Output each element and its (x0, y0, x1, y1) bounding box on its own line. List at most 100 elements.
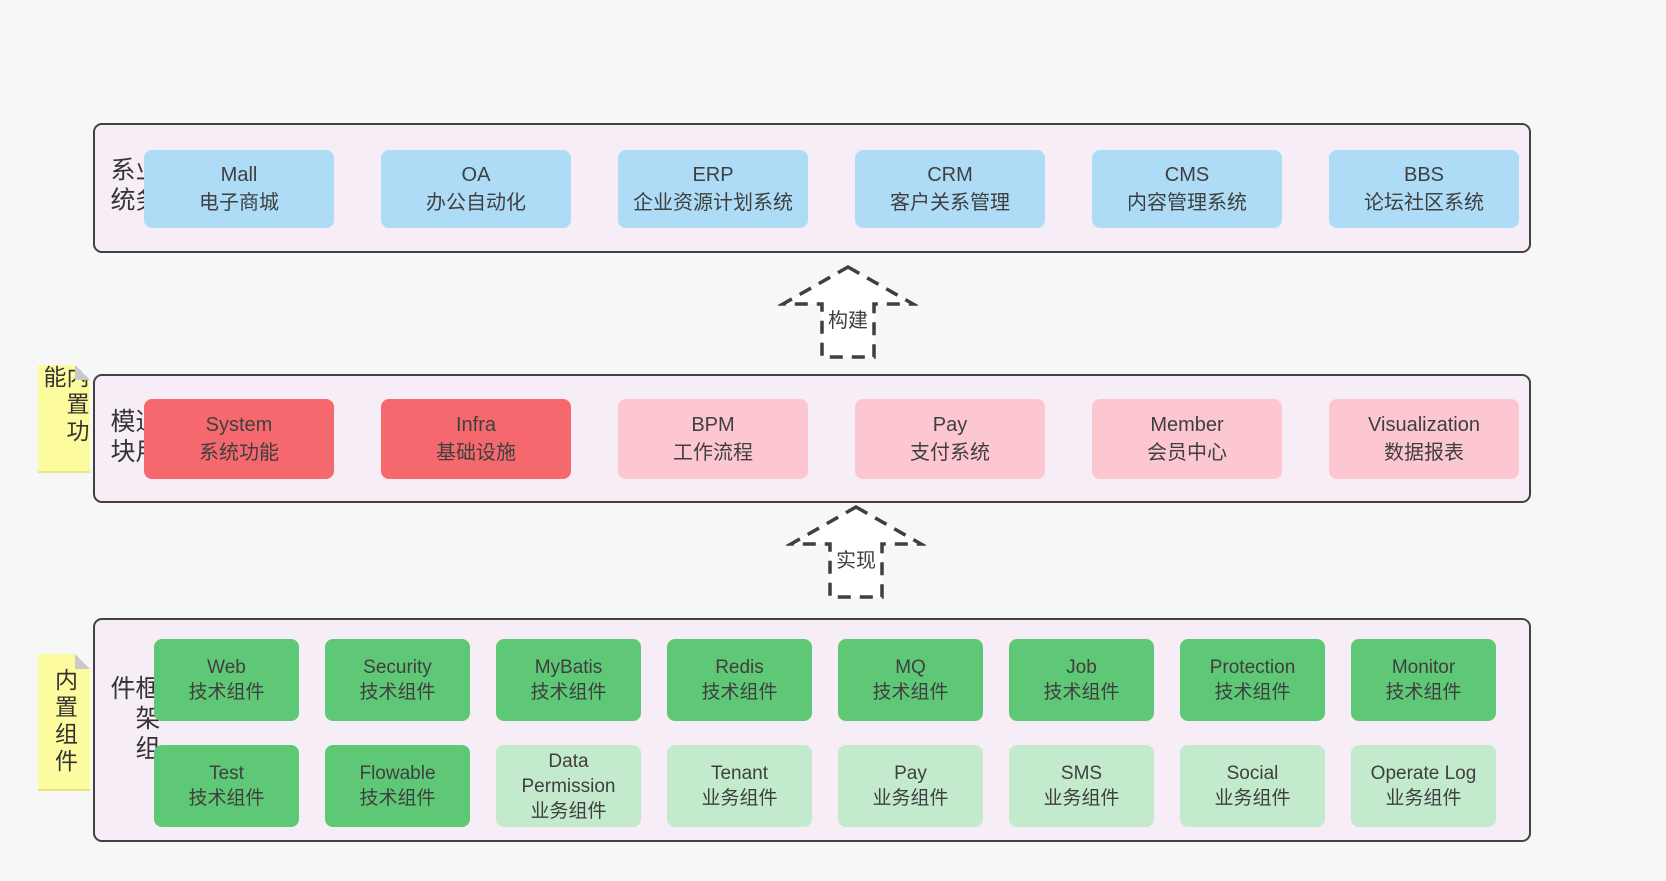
box-name: Operate Log (1370, 763, 1477, 784)
box-mybatis: MyBatis 技术组件 (496, 639, 641, 721)
box-name: ERP (692, 164, 734, 186)
box-subtitle: 技术组件 (530, 682, 607, 703)
box-name: Social (1226, 763, 1279, 784)
box-redis: Redis 技术组件 (667, 639, 812, 721)
box-name: CMS (1164, 164, 1210, 186)
box-tenant: Tenant 业务组件 (667, 745, 812, 827)
implement-arrow-label: 实现 (833, 544, 879, 573)
box-flowable: Flowable 技术组件 (325, 745, 470, 827)
sticky-note-built-in-components: 内置组件 (38, 654, 90, 791)
box-data-permission: Data Permission 业务组件 (496, 745, 641, 827)
band-business-systems: 业务系统 Mall 电子商城 OA 办公自动化 ERP 企业资源计划系统 CRM… (93, 123, 1531, 253)
band-framework-components: 框架组件 Web 技术组件 Security 技术组件 MyBatis 技术组件… (93, 618, 1531, 842)
business-systems-row: Mall 电子商城 OA 办公自动化 ERP 企业资源计划系统 CRM 客户关系… (144, 150, 1519, 228)
box-subtitle: 企业资源计划系统 (633, 192, 793, 214)
box-name: Member (1150, 414, 1224, 436)
box-sms: SMS 业务组件 (1009, 745, 1154, 827)
box-name: Test (209, 763, 244, 784)
box-subtitle: 客户关系管理 (890, 192, 1010, 214)
box-name: System (205, 414, 273, 436)
box-protection: Protection 技术组件 (1180, 639, 1325, 721)
box-cms: CMS 内容管理系统 (1092, 150, 1282, 228)
box-subtitle: 业务组件 (1043, 788, 1120, 809)
box-subtitle: 业务组件 (1385, 788, 1462, 809)
box-subtitle: 工作流程 (673, 442, 753, 464)
box-subtitle: 办公自动化 (426, 192, 526, 214)
box-job: Job 技术组件 (1009, 639, 1154, 721)
box-name: SMS (1060, 763, 1103, 784)
framework-row-2: Test 技术组件 Flowable 技术组件 Data Permission … (154, 745, 1496, 827)
box-member: Member 会员中心 (1092, 399, 1282, 479)
box-name: Web (207, 657, 246, 678)
box-system: System 系统功能 (144, 399, 334, 479)
box-subtitle: 论坛社区系统 (1364, 192, 1484, 214)
box-operate-log: Operate Log 业务组件 (1351, 745, 1496, 827)
box-name: Monitor (1391, 657, 1456, 678)
box-subtitle: 业务组件 (530, 800, 607, 822)
box-name: MyBatis (534, 657, 603, 678)
box-name: Infra (455, 414, 497, 436)
box-subtitle: 会员中心 (1147, 442, 1227, 464)
box-subtitle: 技术组件 (701, 682, 778, 703)
box-monitor: Monitor 技术组件 (1351, 639, 1496, 721)
framework-row-1: Web 技术组件 Security 技术组件 MyBatis 技术组件 Redi… (154, 639, 1496, 721)
box-subtitle: 内容管理系统 (1127, 192, 1247, 214)
build-arrow: 构建 (778, 264, 918, 360)
box-name: Pay (932, 414, 968, 436)
folded-corner-icon (75, 365, 90, 380)
band-common-modules: 通用模块 System 系统功能 Infra 基础设施 BPM 工作流程 Pay… (93, 374, 1531, 503)
box-mall: Mall 电子商城 (144, 150, 334, 228)
box-test: Test 技术组件 (154, 745, 299, 827)
sticky-note-text: 内置功能 (40, 365, 89, 446)
box-oa: OA 办公自动化 (381, 150, 571, 228)
box-subtitle: 技术组件 (872, 682, 949, 703)
box-name: Redis (715, 657, 764, 678)
box-pay-component: Pay 业务组件 (838, 745, 983, 827)
box-subtitle: 技术组件 (1385, 682, 1462, 703)
box-name: CRM (927, 164, 973, 186)
build-arrow-label: 构建 (825, 304, 871, 333)
box-pay-module: Pay 支付系统 (855, 399, 1045, 479)
box-subtitle: 技术组件 (188, 682, 265, 703)
band-label-framework-components: 框架组件 (107, 675, 160, 765)
box-subtitle: 业务组件 (872, 788, 949, 809)
box-name: Job (1066, 657, 1097, 678)
sticky-note-built-in-features: 内置功能 (38, 365, 90, 473)
box-name: OA (461, 164, 491, 186)
box-bbs: BBS 论坛社区系统 (1329, 150, 1519, 228)
sticky-note-text: 内置组件 (51, 667, 78, 776)
folded-corner-icon (75, 654, 90, 669)
box-subtitle: 业务组件 (1214, 788, 1291, 809)
box-subtitle: 技术组件 (359, 682, 436, 703)
box-web: Web 技术组件 (154, 639, 299, 721)
box-name: Mall (220, 164, 258, 186)
box-name: Flowable (359, 763, 436, 784)
box-social: Social 业务组件 (1180, 745, 1325, 827)
box-name: Data Permission (521, 750, 616, 797)
box-subtitle: 基础设施 (436, 442, 516, 464)
box-erp: ERP 企业资源计划系统 (618, 150, 808, 228)
box-name: Security (363, 657, 432, 678)
box-subtitle: 技术组件 (188, 788, 265, 809)
box-name: MQ (895, 657, 926, 678)
box-name: Pay (894, 763, 927, 784)
box-name: BPM (691, 414, 735, 436)
common-modules-row: System 系统功能 Infra 基础设施 BPM 工作流程 Pay 支付系统… (144, 399, 1519, 479)
box-subtitle: 技术组件 (1043, 682, 1120, 703)
box-subtitle: 支付系统 (910, 442, 990, 464)
box-subtitle: 系统功能 (199, 442, 279, 464)
box-crm: CRM 客户关系管理 (855, 150, 1045, 228)
box-infra: Infra 基础设施 (381, 399, 571, 479)
box-name: Tenant (710, 763, 769, 784)
box-name: Protection (1209, 657, 1296, 678)
box-visualization: Visualization 数据报表 (1329, 399, 1519, 479)
box-mq: MQ 技术组件 (838, 639, 983, 721)
implement-arrow: 实现 (786, 504, 926, 600)
box-bpm: BPM 工作流程 (618, 399, 808, 479)
box-name: Visualization (1368, 414, 1480, 436)
box-subtitle: 电子商城 (199, 192, 279, 214)
box-name: BBS (1403, 164, 1445, 186)
box-subtitle: 业务组件 (701, 788, 778, 809)
box-subtitle: 数据报表 (1384, 442, 1464, 464)
